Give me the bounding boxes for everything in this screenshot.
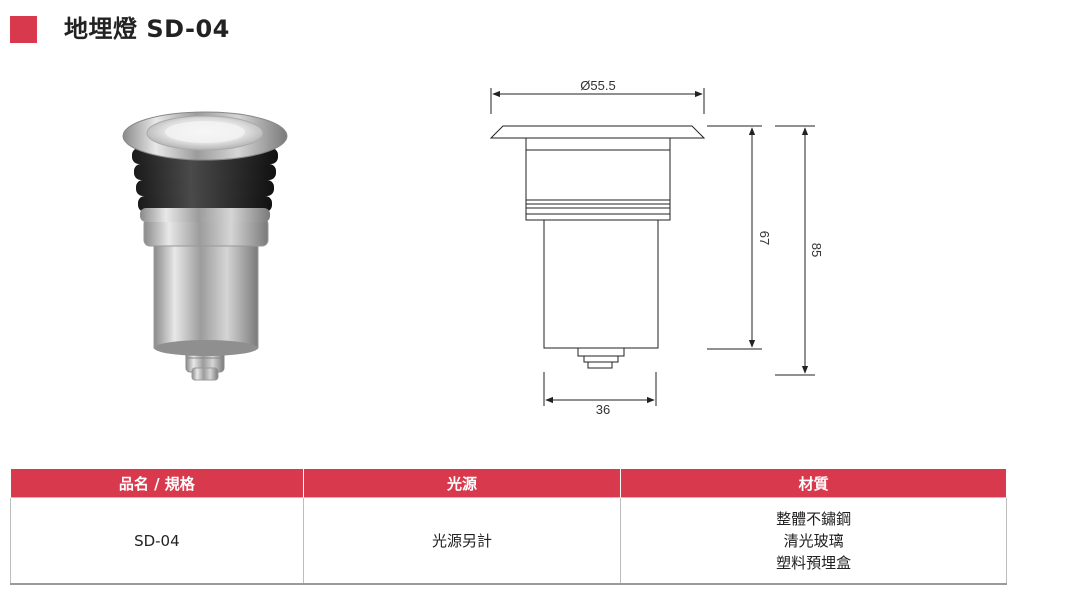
- dim-diameter-label: Ø55.5: [580, 78, 615, 93]
- table-row: SD-04 光源另計 整體不鏽鋼 清光玻璃 塑料預埋盒: [10, 497, 1007, 585]
- dim-height-body-label: 67: [757, 231, 772, 245]
- product-photo: [122, 111, 288, 381]
- dimension-drawing: Ø55.5 36 67 85: [489, 78, 824, 417]
- dim-height-total-label: 85: [809, 243, 824, 257]
- page-title: 地埋燈 SD-04: [64, 15, 230, 43]
- title-marker: [10, 16, 37, 43]
- material-line: 整體不鏽鋼: [776, 509, 852, 528]
- material-line: 塑料預埋盒: [776, 553, 852, 572]
- header-light-source: 光源: [302, 469, 622, 498]
- table-header-row: 品名 / 規格 光源 材質: [10, 469, 1007, 498]
- spec-table: 品名 / 規格 光源 材質 SD-04 光源另計 整體不鏽鋼 清光玻璃 塑料預埋…: [10, 469, 1007, 585]
- cell-light-source: 光源另計: [302, 497, 622, 585]
- dim-base-width-label: 36: [596, 402, 610, 417]
- header-model-spec: 品名 / 規格: [10, 469, 304, 498]
- cell-model: SD-04: [10, 497, 304, 585]
- material-line: 清光玻璃: [783, 531, 844, 550]
- cell-material: 整體不鏽鋼 清光玻璃 塑料預埋盒: [620, 497, 1007, 585]
- header-material: 材質: [620, 469, 1007, 498]
